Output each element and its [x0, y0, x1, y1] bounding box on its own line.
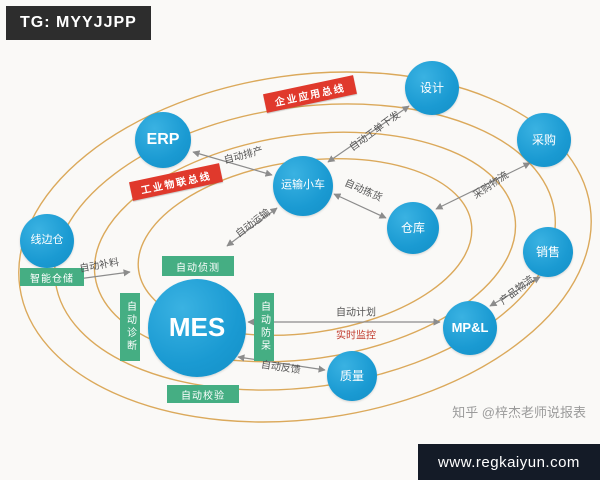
- node-design: 设计: [405, 61, 459, 115]
- node-warehouse: 仓库: [387, 202, 439, 254]
- node-erp: ERP: [135, 112, 191, 168]
- tag-auto-diagnose: 自动诊断: [120, 293, 140, 361]
- arrow-procurement-warehouse: [435, 162, 531, 210]
- tag-auto-pokayoke: 自动防呆: [254, 293, 274, 361]
- node-mes: MES: [148, 279, 246, 377]
- node-mpl: MP&L: [443, 301, 497, 355]
- node-transport-cart: 运输小车: [273, 156, 333, 216]
- tag-smart-storage: 智能仓储: [20, 268, 84, 286]
- flow-arrows: [62, 105, 541, 373]
- node-procurement: 采购: [517, 113, 571, 167]
- watermark-text: 知乎 @梓杰老师说报表: [452, 405, 586, 420]
- orbit-ring-2: [53, 103, 557, 391]
- site-badge: www.regkaiyun.com: [418, 444, 600, 480]
- node-quality: 质量: [327, 351, 377, 401]
- label-auto-plan: 自动计划: [336, 307, 376, 319]
- node-sales: 销售: [523, 227, 573, 277]
- arrow-mes-quality: [237, 354, 326, 373]
- tag-auto-calibrate: 自动校验: [167, 385, 239, 403]
- label-realtime-monitor: 实时监控: [336, 330, 376, 342]
- arrow-sales-mpl: [489, 276, 541, 307]
- arrow-cart-warehouse: [333, 193, 387, 219]
- arrow-erp-cart: [192, 150, 273, 177]
- arrow-cart-lineside: [226, 207, 278, 247]
- tag-auto-detect: 自动侦测: [162, 256, 234, 276]
- tg-badge: TG: MYYJJPP: [6, 6, 151, 40]
- orbit-ring-outer: [18, 71, 592, 423]
- node-lineside-warehouse: 线边仓: [20, 214, 74, 268]
- arrow-design-cart: [327, 105, 410, 163]
